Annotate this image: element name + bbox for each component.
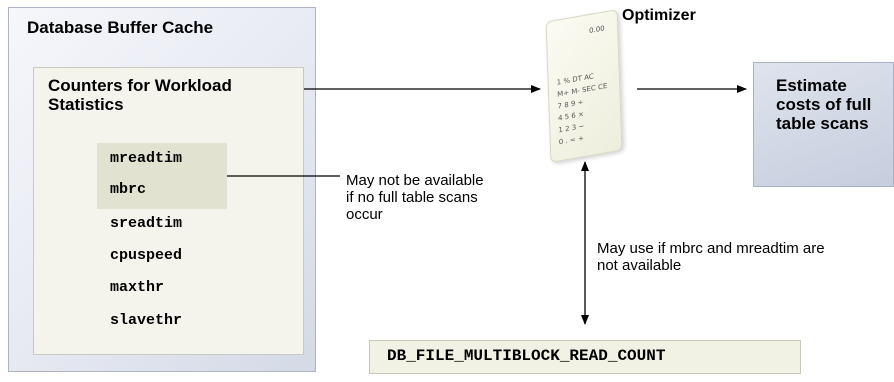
mbrc-availability-note: May not be available if no full table sc…	[346, 172, 484, 223]
database-buffer-cache-title: Database Buffer Cache	[27, 18, 214, 37]
db-file-multiblock-read-count-box	[369, 340, 801, 374]
workload-counters-title: Counters for Workload Statistics	[48, 76, 232, 114]
counter-slavethr: slavethr	[110, 312, 183, 329]
counter-cpuspeed: cpuspeed	[110, 247, 183, 264]
optimizer-label: Optimizer	[622, 7, 696, 24]
estimate-costs-box	[753, 62, 894, 187]
mread-counters-highlight	[97, 143, 227, 209]
estimate-costs-label: Estimate costs of full table scans	[776, 76, 872, 133]
counter-sreadtim: sreadtim	[110, 215, 183, 232]
db-file-multiblock-read-count-label: DB_FILE_MULTIBLOCK_READ_COUNT	[387, 347, 666, 365]
fallback-usage-note: May use if mbrc and mreadtim are not ava…	[597, 240, 825, 274]
workload-counters-box	[33, 67, 304, 355]
counter-mbrc: mbrc	[110, 181, 147, 198]
counter-mreadtim: mreadtim	[110, 150, 183, 167]
counter-maxthr: maxthr	[110, 279, 165, 296]
